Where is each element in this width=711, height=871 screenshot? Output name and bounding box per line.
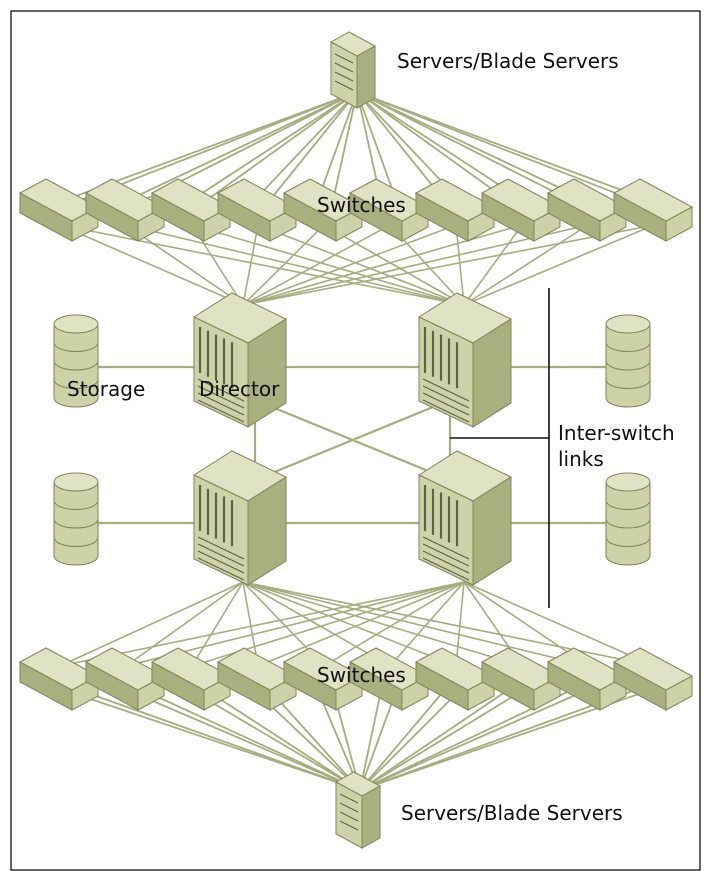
link-server-bottom-to-switch-8 [359,685,515,791]
link-bottom-switch-2-to-director-3 [125,581,244,667]
link-server-bottom-to-switch-2 [117,685,361,791]
storage-label: Storage [67,377,145,401]
link-server-top-to-switch-2 [117,91,358,206]
link-top-switch-10-to-director-2 [463,224,655,306]
director-2 [417,292,513,428]
link-server-top-to-switch-5-b [331,91,358,206]
link-top-switch-6-to-director-1 [242,224,391,306]
link-server-bottom-to-switch-7 [359,685,449,791]
link-bottom-switch-5-to-director-4 [323,581,465,667]
link-top-switch-3-to-director-2 [191,224,465,306]
server-top [329,31,377,109]
link-server-top-to-switch-3 [183,91,358,206]
server-bottom [334,771,382,849]
link-top-switch-7-to-director-2 [455,224,465,306]
bottom-switch-10 [612,647,694,711]
bottom-switch-6 [348,647,430,711]
link-top-switch-1-to-director-1 [59,224,244,306]
link-top-switch-8-to-director-1 [242,224,523,306]
link-bottom-switch-3-to-director-3 [191,581,244,667]
inter-switch-label-line1: Inter-switch [558,421,675,445]
link-top-switch-2-to-director-1 [125,224,244,306]
switches-top-label: Switches [317,193,406,217]
link-bottom-switch-10-to-director-3 [242,581,655,667]
link-bottom-switch-1-to-director-3 [59,581,244,667]
link-server-bottom-to-switch-7-b [359,685,465,791]
link-bottom-switch-6-to-director-3 [242,581,391,667]
link-server-top-to-switch-9-b [356,91,597,206]
switches-bottom-label: Switches [317,663,406,687]
isl-diagonal-2 [253,398,452,482]
link-top-switch-10-to-director-1 [242,224,655,306]
top-switch-1 [18,178,100,242]
link-bottom-switch-7-to-director-3 [242,581,457,667]
link-server-bottom-to-switch-3-b [199,685,361,791]
storage-2 [605,314,651,408]
link-server-top-to-switch-6-b [356,91,399,206]
link-top-switch-1-to-director-2 [59,224,465,306]
link-top-switch-5-to-director-1 [242,224,325,306]
top-switch-6 [348,178,430,242]
link-top-switch-7-to-director-1 [242,224,457,306]
link-bottom-switch-10-to-director-4 [463,581,655,667]
director-1 [192,292,288,428]
inter-switch-links-bracket [450,288,550,608]
link-server-top-to-switch-3-b [199,91,358,206]
link-server-top-to-switch-8 [356,91,515,206]
link-server-bottom-to-switch-1-b [67,685,361,791]
director-3 [192,450,288,586]
link-server-bottom-to-switch-6 [359,685,383,791]
link-bottom-switch-6-to-director-4 [389,581,465,667]
link-top-switch-5-to-director-2 [323,224,465,306]
inter-switch-label-line2: links [558,447,604,471]
link-server-top-to-switch-4-b [265,91,358,206]
bottom-switch-8 [480,647,562,711]
storage-3 [53,472,99,566]
link-top-switch-2-to-director-2 [125,224,465,306]
link-server-top-to-switch-10-b [356,91,663,206]
top-switch-10 [612,178,694,242]
link-bottom-switch-9-to-director-3 [242,581,589,667]
director-4 [417,450,513,586]
bottom-switch-2 [84,647,166,711]
storage-1 [53,314,99,408]
link-bottom-switch-8-to-director-3 [242,581,523,667]
link-bottom-switch-4-to-director-4 [257,581,465,667]
link-top-switch-9-to-director-2 [463,224,589,306]
link-server-top-to-switch-9 [356,91,581,206]
link-server-bottom-to-switch-8-b [359,685,531,791]
link-server-top-to-switch-4 [249,91,358,206]
link-top-switch-4-to-director-2 [257,224,465,306]
director-label: Director [199,377,280,401]
servers-top-label: Servers/Blade Servers [397,49,619,73]
storage-4 [605,472,651,566]
link-bottom-switch-1-to-director-4 [59,581,465,667]
link-top-switch-4-to-director-1 [242,224,259,306]
link-server-top-to-switch-10 [356,91,647,206]
link-bottom-switch-7-to-director-4 [455,581,465,667]
servers-bottom-label: Servers/Blade Servers [401,801,623,825]
link-bottom-switch-4-to-director-3 [242,581,259,667]
link-server-bottom-to-switch-2-b [133,685,361,791]
link-server-bottom-to-switch-9-b [359,685,597,791]
network-devices [18,31,694,849]
link-top-switch-8-to-director-2 [463,224,523,306]
